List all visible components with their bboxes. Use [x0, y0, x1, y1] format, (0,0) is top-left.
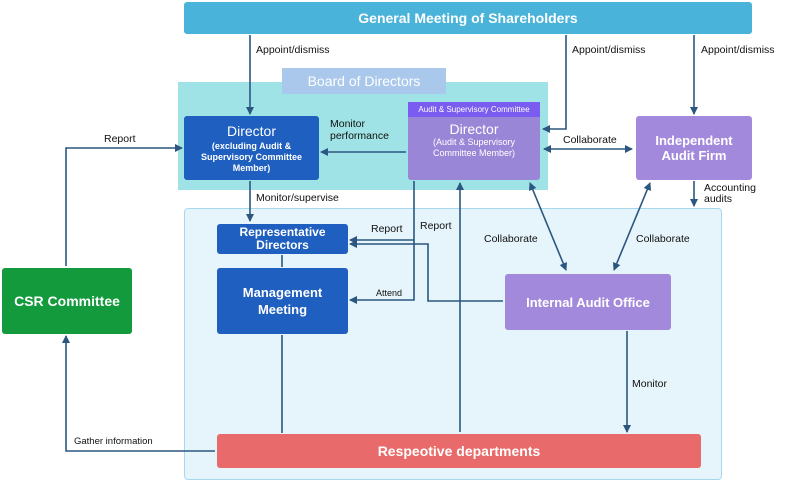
monitor-supervise-label: Monitor/supervise — [256, 192, 339, 204]
shareholders-label: General Meeting of Shareholders — [358, 10, 578, 26]
departments-label: Respeotive departments — [377, 443, 541, 459]
audit-firm-box: Independent Audit Firm — [636, 116, 752, 180]
audit-firm-label: Independent Audit Firm — [655, 133, 733, 163]
appoint-label-3: Appoint/dismiss — [701, 44, 775, 56]
appoint-label-2: Appoint/dismiss — [572, 44, 646, 56]
attend-arrow — [349, 181, 415, 304]
departments-box: Respeotive departments — [217, 434, 701, 468]
report-label-2: Report — [420, 220, 452, 232]
shareholders-box: General Meeting of Shareholders — [184, 2, 752, 34]
report-csr-arrow — [65, 144, 183, 266]
accounting-audits-label: Accounting audits — [704, 182, 756, 205]
collaborate-right-arrow — [612, 182, 652, 271]
csr-label: CSR Committee — [14, 293, 120, 309]
audit-director-subtitle: (Audit & Supervisory Committee Member) — [432, 137, 516, 158]
report-csr-label: Report — [104, 133, 136, 145]
monitor-label: Monitor — [632, 378, 668, 390]
director-title: Director — [226, 122, 276, 139]
representative-box: Representative Directors — [217, 224, 348, 254]
internal-audit-label: Internal Audit Office — [526, 294, 650, 310]
audit-director-box: Audit & Supervisory Committee Director (… — [408, 102, 540, 180]
collaborate-left-arrow — [528, 182, 568, 271]
director-box: Director (excluding Audit & Supervisory … — [184, 116, 319, 180]
csr-box: CSR Committee — [2, 268, 132, 334]
internal-audit-box: Internal Audit Office — [505, 274, 671, 330]
collaborate-label-2: Collaborate — [484, 233, 538, 245]
director-subtitle: (excluding Audit & Supervisory Committee… — [200, 140, 303, 173]
board-label-box: Board of Directors — [282, 68, 446, 94]
appoint-label-1: Appoint/dismiss — [256, 44, 330, 56]
monitor-performance-label: Monitor performance — [330, 118, 389, 142]
report-internal-arrow — [349, 240, 503, 302]
attend-label: Attend — [376, 288, 403, 298]
report-label-1: Report — [371, 223, 403, 235]
management-label: Management Meeting — [242, 285, 323, 317]
representative-label: Representative Directors — [239, 225, 326, 252]
board-label: Board of Directors — [307, 73, 421, 89]
appoint-audit-arrow — [542, 35, 567, 133]
audit-committee-label: Audit & Supervisory Committee — [408, 102, 540, 117]
audit-director-title: Director — [449, 121, 499, 137]
collaborate-label-3: Collaborate — [636, 233, 690, 245]
gather-info-label: Gather information — [74, 436, 153, 447]
gather-info-arrow — [62, 335, 215, 452]
management-box: Management Meeting — [217, 268, 348, 334]
collaborate-label-1: Collaborate — [563, 134, 617, 146]
